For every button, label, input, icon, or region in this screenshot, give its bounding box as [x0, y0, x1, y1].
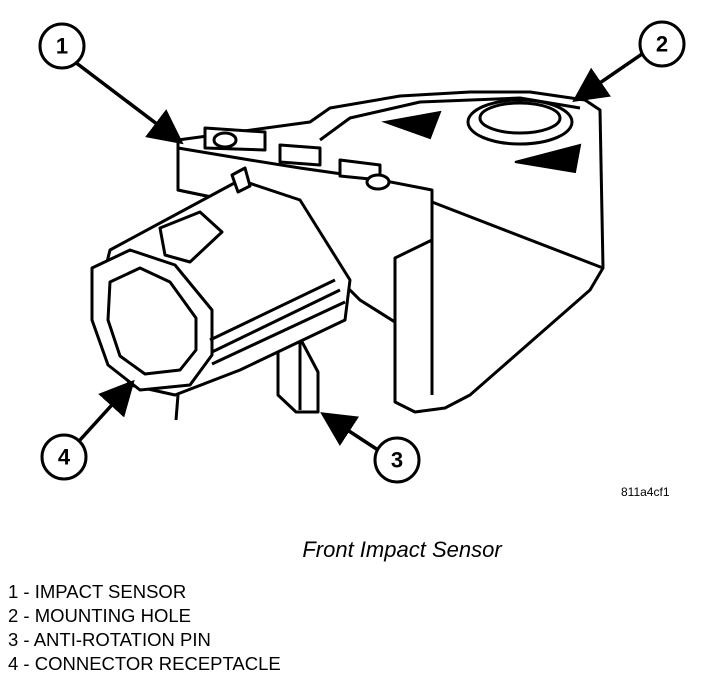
- figure-caption: Front Impact Sensor: [302, 537, 502, 562]
- legend-item: 1 - IMPACT SENSOR: [8, 581, 187, 602]
- triangle-mark-upper: [381, 110, 442, 140]
- leader-arrow-2: [572, 52, 643, 102]
- callout-circle-2: [638, 20, 686, 68]
- legend-item: 2 - MOUNTING HOLE: [8, 605, 191, 626]
- connector-latch: [158, 210, 224, 264]
- triangle-mark-lower: [514, 143, 582, 174]
- legend-item: 4 - CONNECTOR RECEPTACLE: [8, 653, 281, 674]
- callout-circle-3: [373, 436, 421, 484]
- callout-number-2: 2: [656, 32, 668, 57]
- leader-arrow-1: [73, 60, 184, 145]
- callout-number-4: 4: [58, 445, 71, 470]
- callout-circle-4: [40, 433, 88, 481]
- callout-number-1: 1: [56, 34, 68, 59]
- figure-id: 811a4cf1: [621, 485, 670, 499]
- leader-arrow-3: [320, 412, 379, 452]
- legend-item: 3 - ANTI-ROTATION PIN: [8, 629, 211, 650]
- legend-list: 1 - IMPACT SENSOR 2 - MOUNTING HOLE 3 - …: [8, 580, 281, 676]
- leader-arrow-4: [78, 379, 135, 442]
- sensor-illustration: 1 2 3 4: [38, 20, 686, 484]
- callout-number-3: 3: [391, 448, 403, 473]
- callout-circle-1: [38, 22, 86, 70]
